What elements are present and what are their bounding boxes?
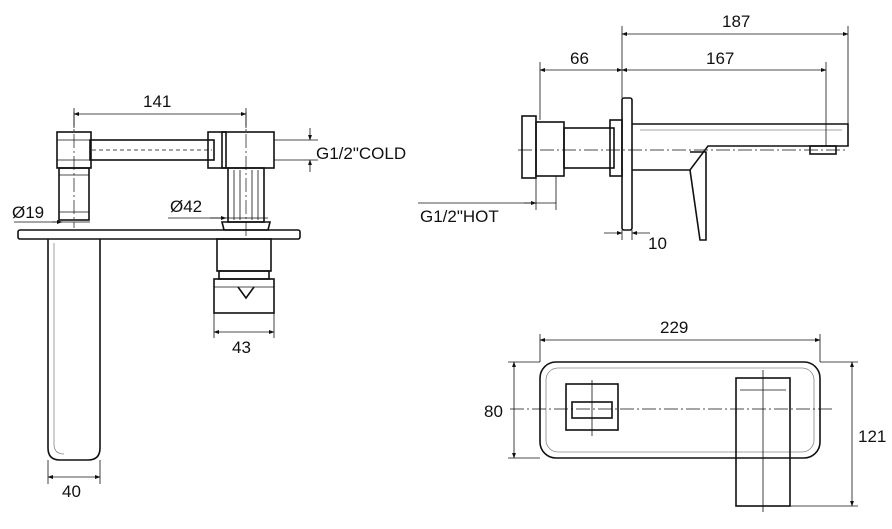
dim-121-label: 121 [858, 427, 886, 446]
dia-42-label: Ø42 [170, 197, 202, 216]
dim-80-label: 80 [484, 402, 503, 421]
dim-80: 80 [484, 361, 540, 459]
front-handle-lever [213, 238, 275, 314]
dim-66: 66 [539, 49, 623, 120]
hot-inlet-label: G1/2"HOT [420, 207, 499, 226]
side-rear-body [518, 115, 848, 179]
dim-43: 43 [213, 313, 275, 357]
side-view: 187 66 167 G1/2"HOT 10 [418, 12, 849, 253]
dim-40: 40 [47, 460, 101, 501]
dim-dia-19: Ø19 [12, 203, 90, 224]
dim-229-label: 229 [660, 318, 688, 337]
front-handle-stem [220, 112, 272, 236]
side-wall-plate [621, 97, 633, 231]
dim-121: 121 [790, 361, 886, 507]
front-spout-body [56, 112, 92, 228]
plate-view: 229 80 121 [484, 318, 886, 512]
plate-outline [510, 361, 832, 459]
front-view: 141 G1/2"COLD Ø19 Ø42 43 [12, 92, 406, 501]
dim-141-label: 141 [143, 92, 171, 111]
dim-10-label: 10 [648, 234, 667, 253]
dim-40-label: 40 [62, 482, 81, 501]
dim-167: 167 [621, 49, 827, 146]
side-spout [632, 123, 849, 241]
dim-66-label: 66 [570, 49, 589, 68]
front-wall-plate [17, 229, 301, 240]
cold-inlet-label: G1/2"COLD [316, 144, 406, 163]
dim-187-label: 187 [722, 12, 750, 31]
front-spout-arm [89, 131, 275, 169]
dim-229: 229 [539, 318, 821, 362]
dim-hot-inlet: G1/2"HOT [418, 176, 557, 226]
dim-43-label: 43 [232, 338, 251, 357]
dim-187: 187 [621, 12, 849, 124]
dim-167-label: 167 [706, 49, 734, 68]
dim-141: 141 [73, 92, 247, 128]
plate-handle-block [735, 370, 791, 512]
dia-19-label: Ø19 [12, 203, 44, 222]
dim-dia-42: Ø42 [168, 197, 268, 220]
plate-spout-block [565, 380, 619, 436]
dim-cold-inlet: G1/2"COLD [274, 128, 406, 172]
front-spout-outlet [47, 239, 101, 461]
dim-10: 10 [604, 230, 667, 253]
